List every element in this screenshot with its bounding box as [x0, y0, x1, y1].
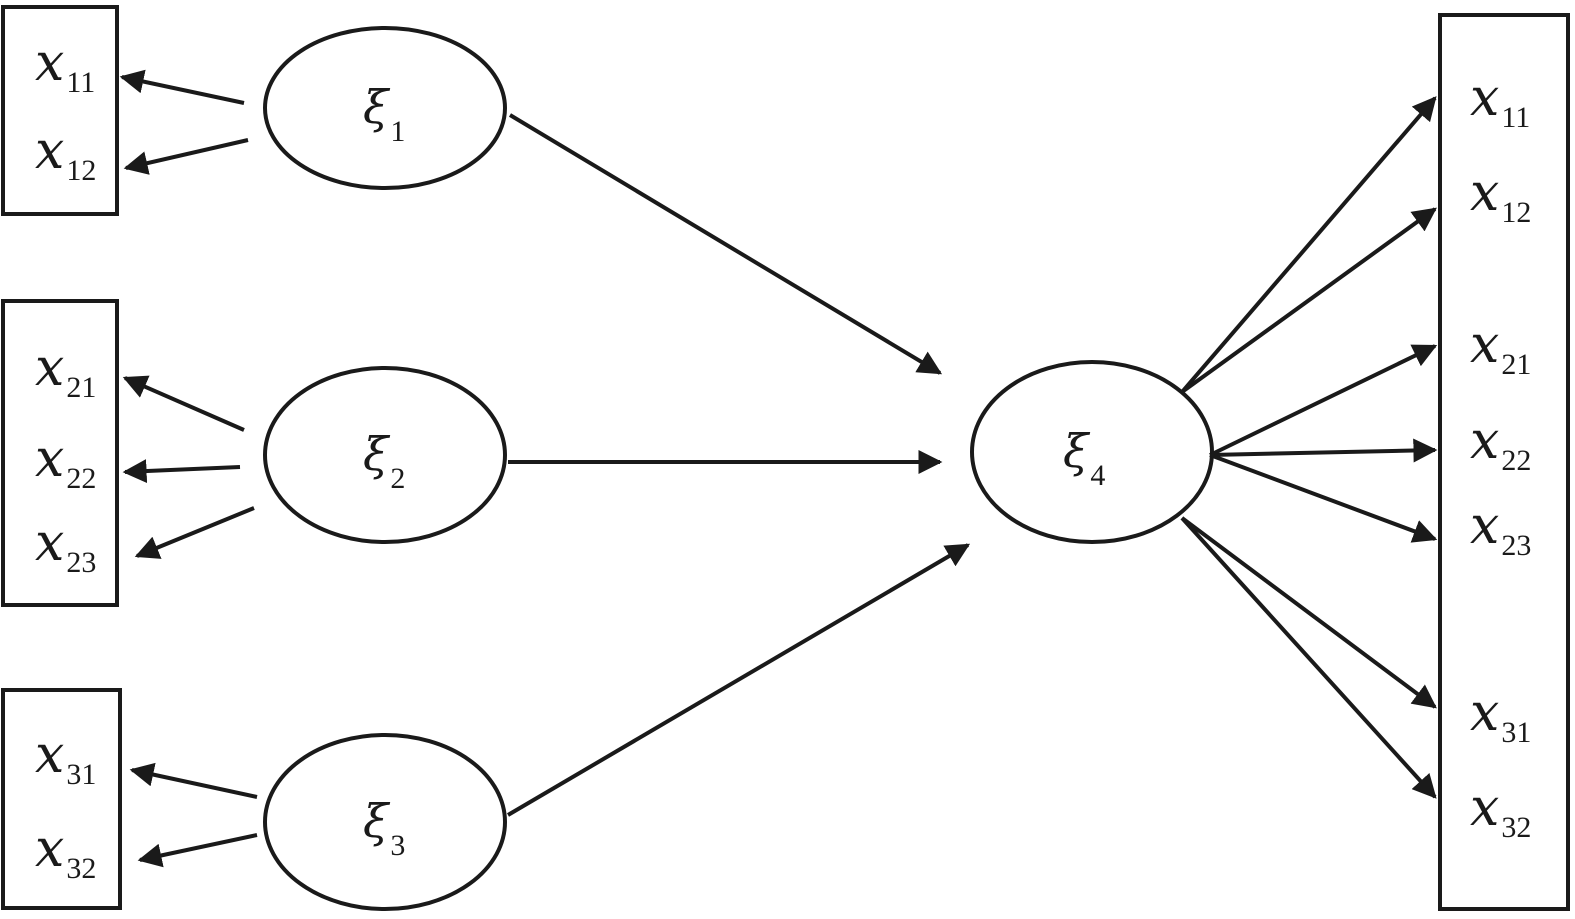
path-arrows — [119, 69, 1438, 868]
indicator-label: x23 — [1470, 496, 1531, 562]
latent-node-xi3 — [263, 733, 507, 911]
indicator-label: x23 — [35, 513, 96, 579]
indicator-label: x32 — [1470, 778, 1531, 844]
indicator-label: x21 — [1470, 315, 1531, 381]
latent-label-xi2: ξ2 — [363, 427, 405, 495]
indicator-label: x32 — [35, 819, 96, 885]
loading-arrow — [1180, 516, 1437, 709]
loading-arrow — [1180, 96, 1437, 394]
path-arrow-xi1-to-xi4 — [508, 113, 943, 375]
indicator-label: x21 — [35, 338, 96, 404]
indicator-label: x31 — [1470, 683, 1531, 749]
loading-arrow — [119, 69, 245, 105]
indicator-label: x22 — [1470, 411, 1531, 477]
loading-arrow — [122, 375, 245, 432]
loading-arrow — [1180, 516, 1437, 799]
indicator-label: x31 — [35, 725, 96, 791]
indicator-label: x11 — [1470, 68, 1530, 134]
indicator-box-group-2 — [1, 299, 119, 607]
indicator-label: x12 — [1470, 163, 1531, 229]
latent-label-xi1: ξ1 — [363, 80, 405, 148]
latent-node-xi1 — [263, 26, 507, 190]
variable-labels: ξ1 ξ2 ξ3 ξ4 x11 x12 x21 x22 x23 x31 x32 x11 x12 x21 x2… — [35, 33, 1531, 885]
indicator-box-group-4 — [1438, 13, 1570, 911]
loading-arrow — [123, 138, 249, 175]
indicator-label: x11 — [35, 33, 95, 99]
loading-arrow — [1209, 344, 1438, 457]
latent-label-xi4: ξ4 — [1063, 424, 1105, 492]
loading-arrow — [1209, 453, 1438, 543]
loading-arrow — [1209, 438, 1438, 463]
path-arrow-xi3-to-xi4 — [506, 543, 971, 817]
loading-arrow — [137, 833, 258, 868]
loading-arrow — [134, 506, 255, 559]
indicator-box-group-1 — [1, 5, 119, 216]
loading-arrow — [122, 459, 241, 484]
latent-node-xi2 — [263, 366, 507, 544]
latent-node-xi4 — [970, 360, 1214, 544]
indicator-label: x22 — [35, 429, 96, 495]
indicator-label: x12 — [35, 121, 96, 187]
latent-label-xi3: ξ3 — [363, 794, 405, 862]
indicator-box-group-3 — [1, 688, 122, 910]
loading-arrow — [129, 762, 258, 799]
loading-arrow — [1180, 207, 1437, 394]
